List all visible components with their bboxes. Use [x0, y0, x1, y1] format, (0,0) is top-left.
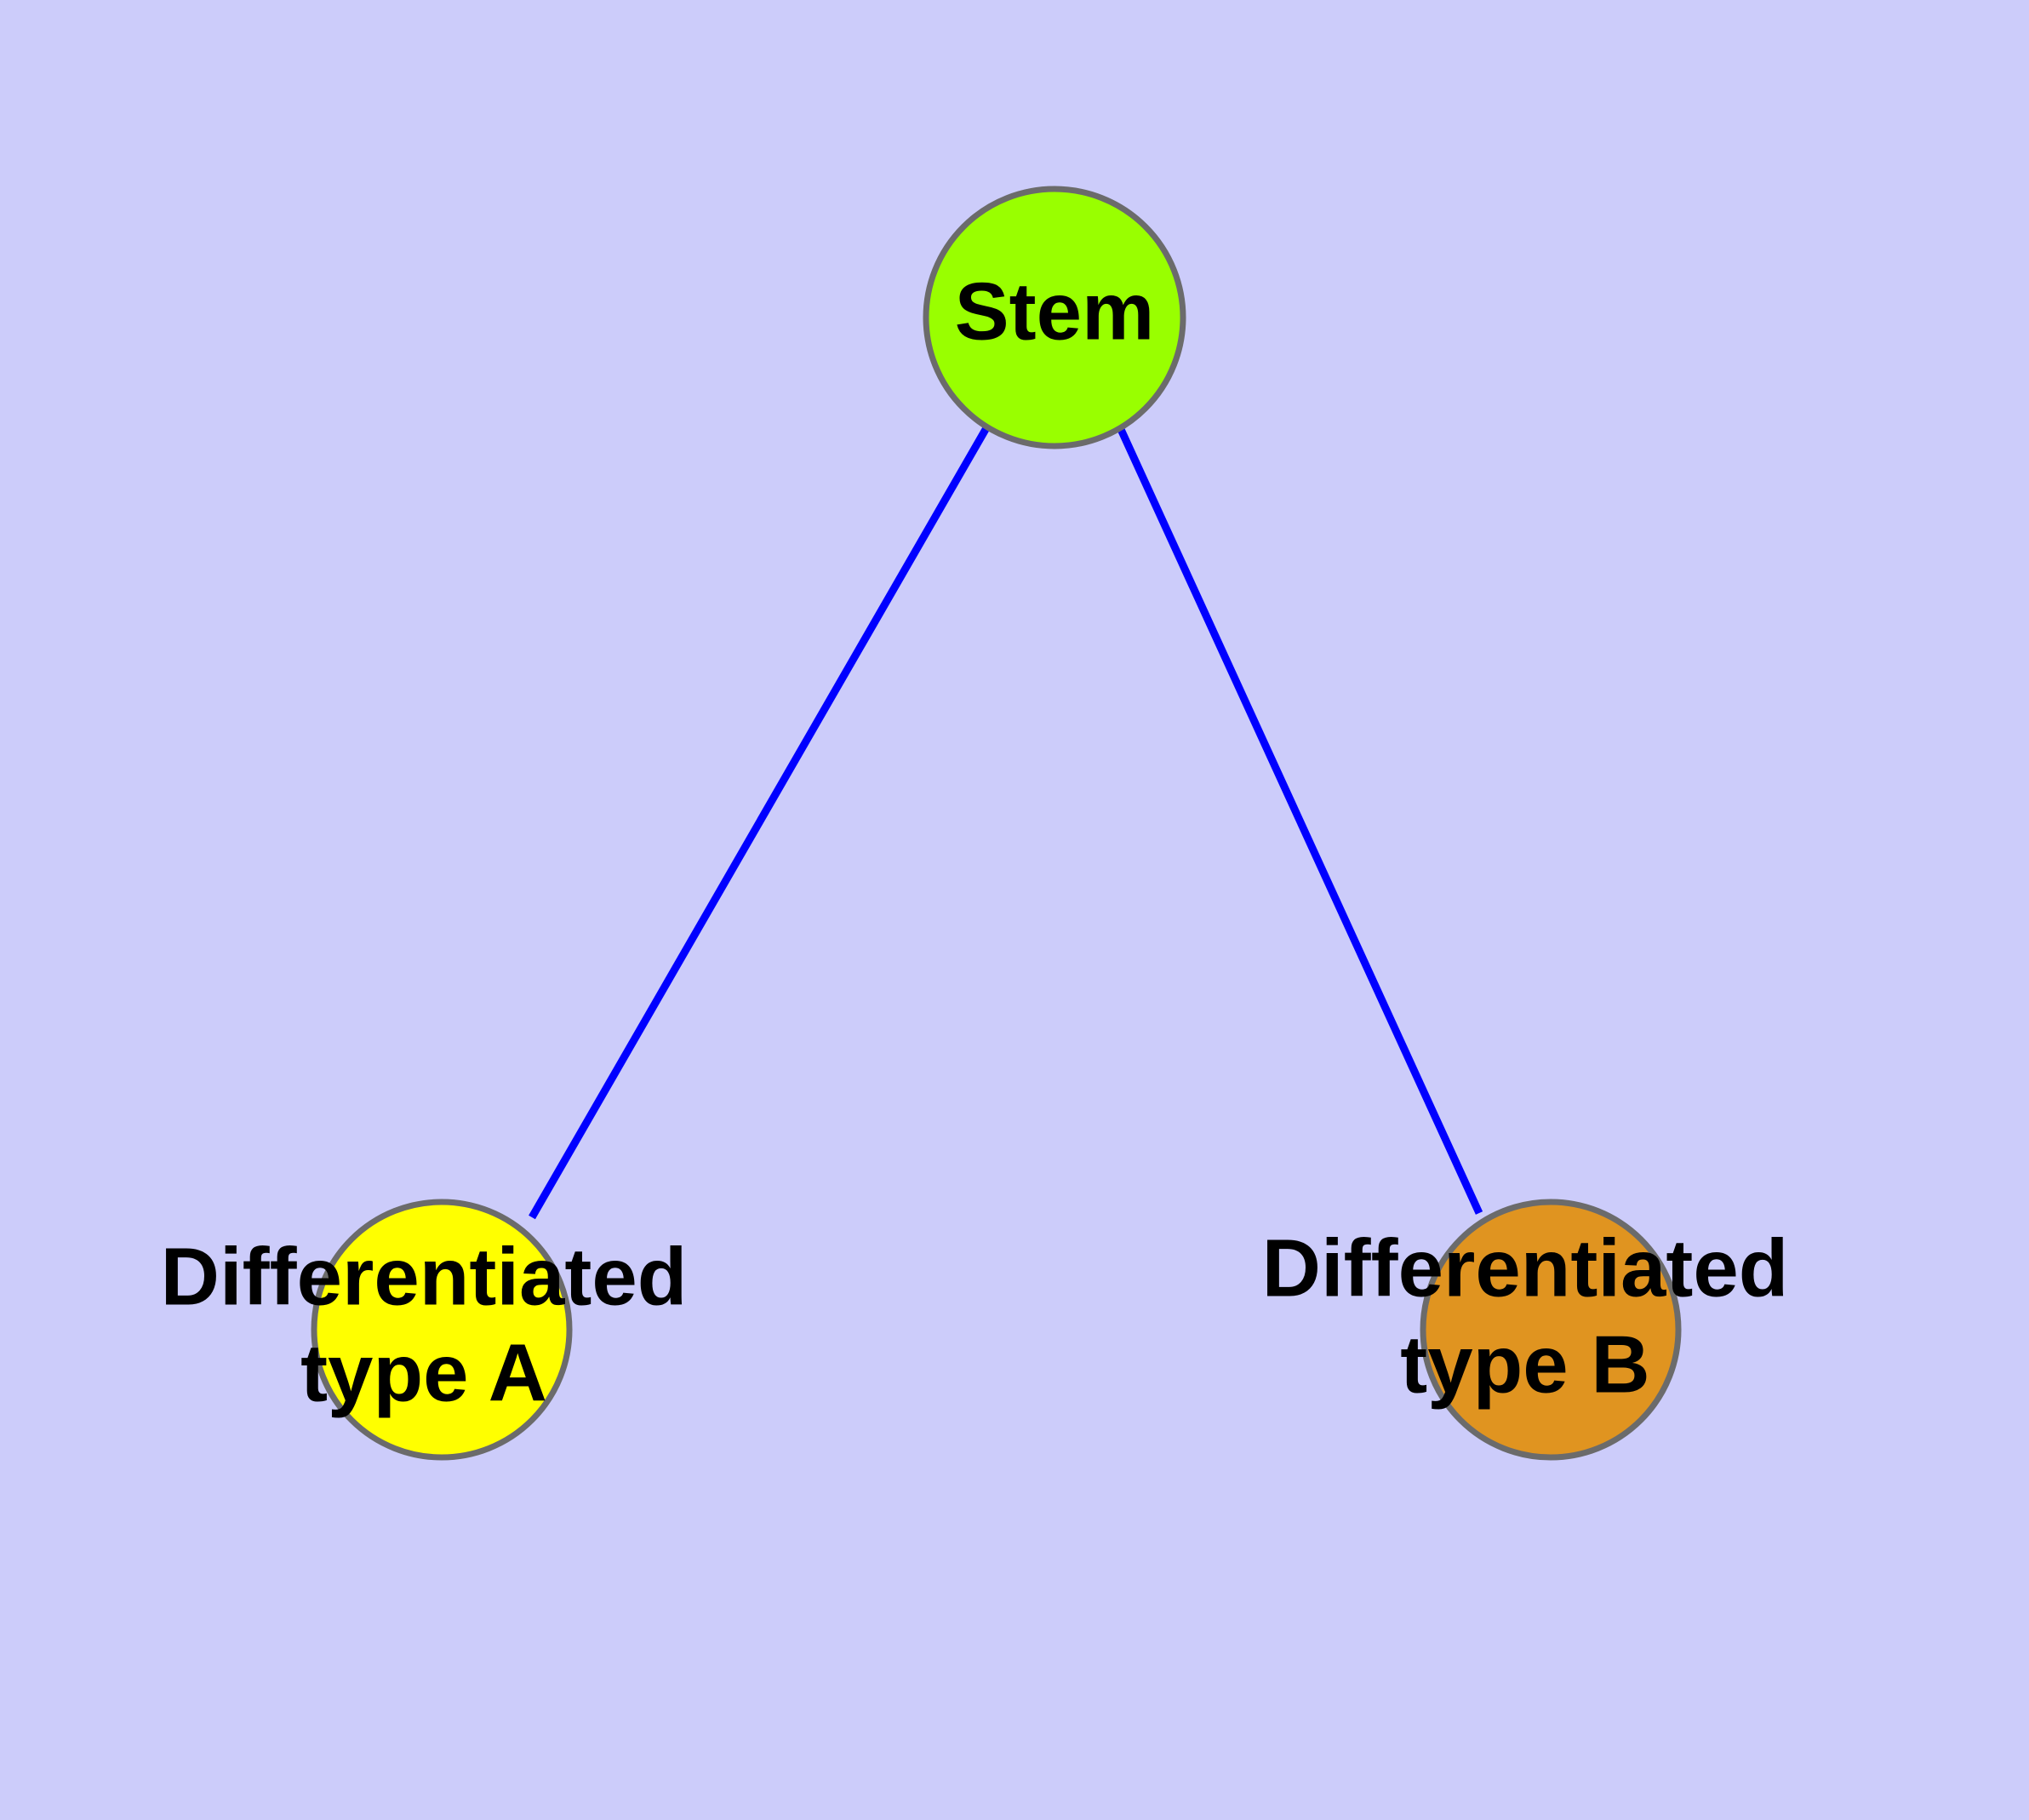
labels-group: Stem Differentiated type A Differentiate… — [161, 266, 1789, 1418]
nodes-group — [311, 186, 1682, 1461]
node-stem[interactable] — [923, 186, 1186, 449]
edges-group — [529, 424, 1483, 1220]
node-differentiated-type-a[interactable] — [311, 1199, 573, 1461]
node-label-differentiated-type-b-line2: type B — [1400, 1319, 1649, 1410]
node-label-differentiated-type-b-line1: Differentiated — [1262, 1222, 1789, 1313]
node-label-stem: Stem — [955, 266, 1155, 357]
node-label-differentiated-type-a-line1: Differentiated — [161, 1231, 688, 1322]
node-label-differentiated-type-a-line2: type A — [300, 1327, 547, 1418]
node-differentiated-type-b[interactable] — [1420, 1199, 1682, 1461]
edge-stem-to-differentiated-type-a[interactable] — [529, 424, 991, 1220]
edge-stem-to-differentiated-type-b[interactable] — [1115, 424, 1483, 1215]
